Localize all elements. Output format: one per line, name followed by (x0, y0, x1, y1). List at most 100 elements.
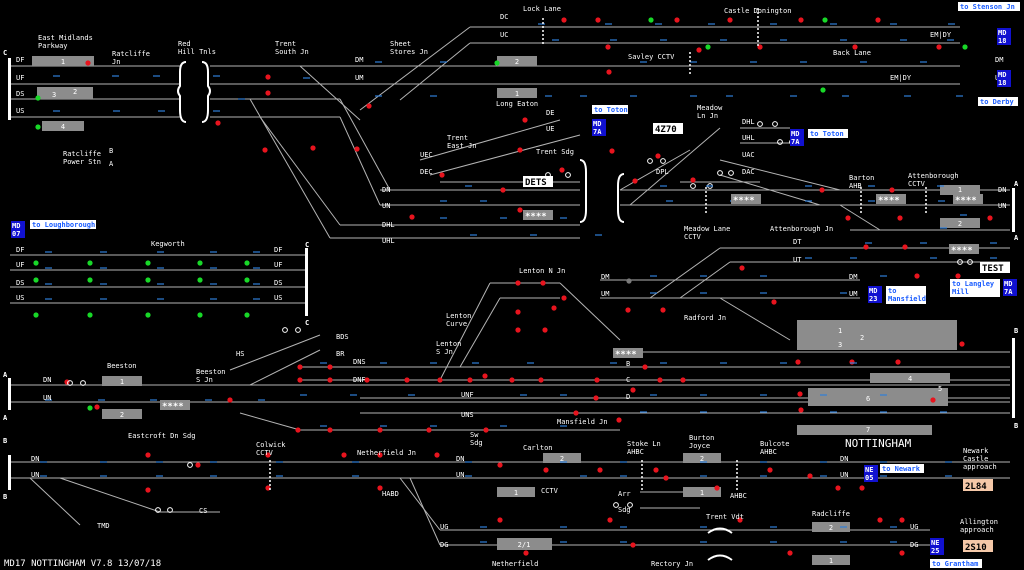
signal-aspect[interactable] (87, 277, 93, 283)
signal-aspect[interactable] (295, 427, 301, 433)
signal-aspect[interactable] (265, 90, 271, 96)
signal-aspect[interactable] (859, 485, 865, 491)
signal-aspect[interactable] (674, 17, 680, 23)
signal-aspect[interactable] (244, 260, 250, 266)
signal-aspect[interactable] (94, 404, 100, 410)
signal-aspect[interactable] (517, 207, 523, 213)
signal-aspect[interactable] (606, 69, 612, 75)
signal-aspect[interactable] (899, 550, 905, 556)
signal-aspect[interactable] (663, 475, 669, 481)
shunt-signal[interactable] (80, 380, 86, 386)
signal-aspect[interactable] (87, 312, 93, 318)
signal-aspect[interactable] (895, 359, 901, 365)
signal-aspect[interactable] (297, 364, 303, 370)
signal-aspect[interactable] (987, 215, 993, 221)
signal-aspect[interactable] (522, 117, 528, 123)
signal-aspect[interactable] (87, 260, 93, 266)
signal-aspect[interactable] (822, 17, 828, 23)
signal-aspect[interactable] (197, 260, 203, 266)
signal-aspect[interactable] (33, 277, 39, 283)
signal-aspect[interactable] (819, 187, 825, 193)
signal-aspect[interactable] (517, 147, 523, 153)
signal-aspect[interactable] (227, 397, 233, 403)
signal-aspect[interactable] (327, 427, 333, 433)
signal-aspect[interactable] (875, 17, 881, 23)
shunt-signal[interactable] (777, 139, 783, 145)
signal-aspect[interactable] (377, 427, 383, 433)
signal-aspect[interactable] (426, 427, 432, 433)
shunt-signal[interactable] (717, 170, 723, 176)
signal-aspect[interactable] (327, 377, 333, 383)
signal-aspect[interactable] (145, 277, 151, 283)
signal-aspect[interactable] (798, 407, 804, 413)
signal-aspect[interactable] (632, 178, 638, 184)
signal-aspect[interactable] (739, 265, 745, 271)
shunt-signal[interactable] (613, 502, 619, 508)
signal-aspect[interactable] (657, 377, 663, 383)
signal-aspect[interactable] (85, 60, 91, 66)
signal-aspect[interactable] (625, 307, 631, 313)
signal-aspect[interactable] (914, 273, 920, 279)
signal-aspect[interactable] (609, 148, 615, 154)
signal-aspect[interactable] (605, 44, 611, 50)
signal-aspect[interactable] (197, 312, 203, 318)
signal-aspect[interactable] (35, 124, 41, 130)
signal-aspect[interactable] (145, 487, 151, 493)
shunt-signal[interactable] (627, 502, 633, 508)
signal-aspect[interactable] (835, 485, 841, 491)
signal-aspect[interactable] (145, 312, 151, 318)
signal-aspect[interactable] (902, 244, 908, 250)
signal-aspect[interactable] (35, 95, 41, 101)
signal-aspect[interactable] (145, 260, 151, 266)
signal-aspect[interactable] (561, 295, 567, 301)
signal-aspect[interactable] (561, 17, 567, 23)
signal-aspect[interactable] (483, 427, 489, 433)
signal-aspect[interactable] (820, 87, 826, 93)
signal-aspect[interactable] (439, 172, 445, 178)
signal-aspect[interactable] (852, 44, 858, 50)
signal-aspect[interactable] (87, 405, 93, 411)
signal-aspect[interactable] (33, 260, 39, 266)
signal-aspect[interactable] (642, 364, 648, 370)
signal-aspect[interactable] (366, 103, 372, 109)
signal-aspect[interactable] (771, 299, 777, 305)
signal-aspect[interactable] (244, 277, 250, 283)
shunt-signal[interactable] (957, 259, 963, 265)
signal-aspect[interactable] (630, 387, 636, 393)
signal-aspect[interactable] (705, 44, 711, 50)
signal-aspect[interactable] (877, 517, 883, 523)
signal-aspect[interactable] (696, 47, 702, 53)
shunt-signal[interactable] (167, 507, 173, 513)
signal-aspect[interactable] (197, 277, 203, 283)
signal-aspect[interactable] (767, 467, 773, 473)
signal-aspect[interactable] (959, 341, 965, 347)
signal-aspect[interactable] (660, 307, 666, 313)
signal-aspect[interactable] (262, 147, 268, 153)
signal-aspect[interactable] (787, 550, 793, 556)
shunt-signal[interactable] (647, 158, 653, 164)
signal-aspect[interactable] (955, 273, 961, 279)
signal-aspect[interactable] (377, 452, 383, 458)
signal-aspect[interactable] (655, 153, 661, 159)
signal-aspect[interactable] (310, 145, 316, 151)
shunt-signal[interactable] (772, 121, 778, 127)
signal-aspect[interactable] (434, 452, 440, 458)
berth-dets[interactable]: DETS (525, 178, 547, 188)
signal-aspect[interactable] (899, 517, 905, 523)
signal-aspect[interactable] (690, 177, 696, 183)
berth-2l84[interactable]: 2L84 (965, 482, 987, 492)
shunt-signal[interactable] (728, 170, 734, 176)
shunt-signal[interactable] (565, 172, 571, 178)
signal-aspect[interactable] (962, 44, 968, 50)
shunt-signal[interactable] (295, 327, 301, 333)
signal-aspect[interactable] (597, 467, 603, 473)
signal-aspect[interactable] (559, 167, 565, 173)
signal-aspect[interactable] (607, 517, 613, 523)
signal-aspect[interactable] (364, 377, 370, 383)
signal-aspect[interactable] (616, 417, 622, 423)
signal-aspect[interactable] (889, 187, 895, 193)
signal-aspect[interactable] (145, 452, 151, 458)
berth-2s10[interactable]: 2S10 (965, 543, 987, 553)
signal-aspect[interactable] (497, 517, 503, 523)
signal-aspect[interactable] (265, 452, 271, 458)
